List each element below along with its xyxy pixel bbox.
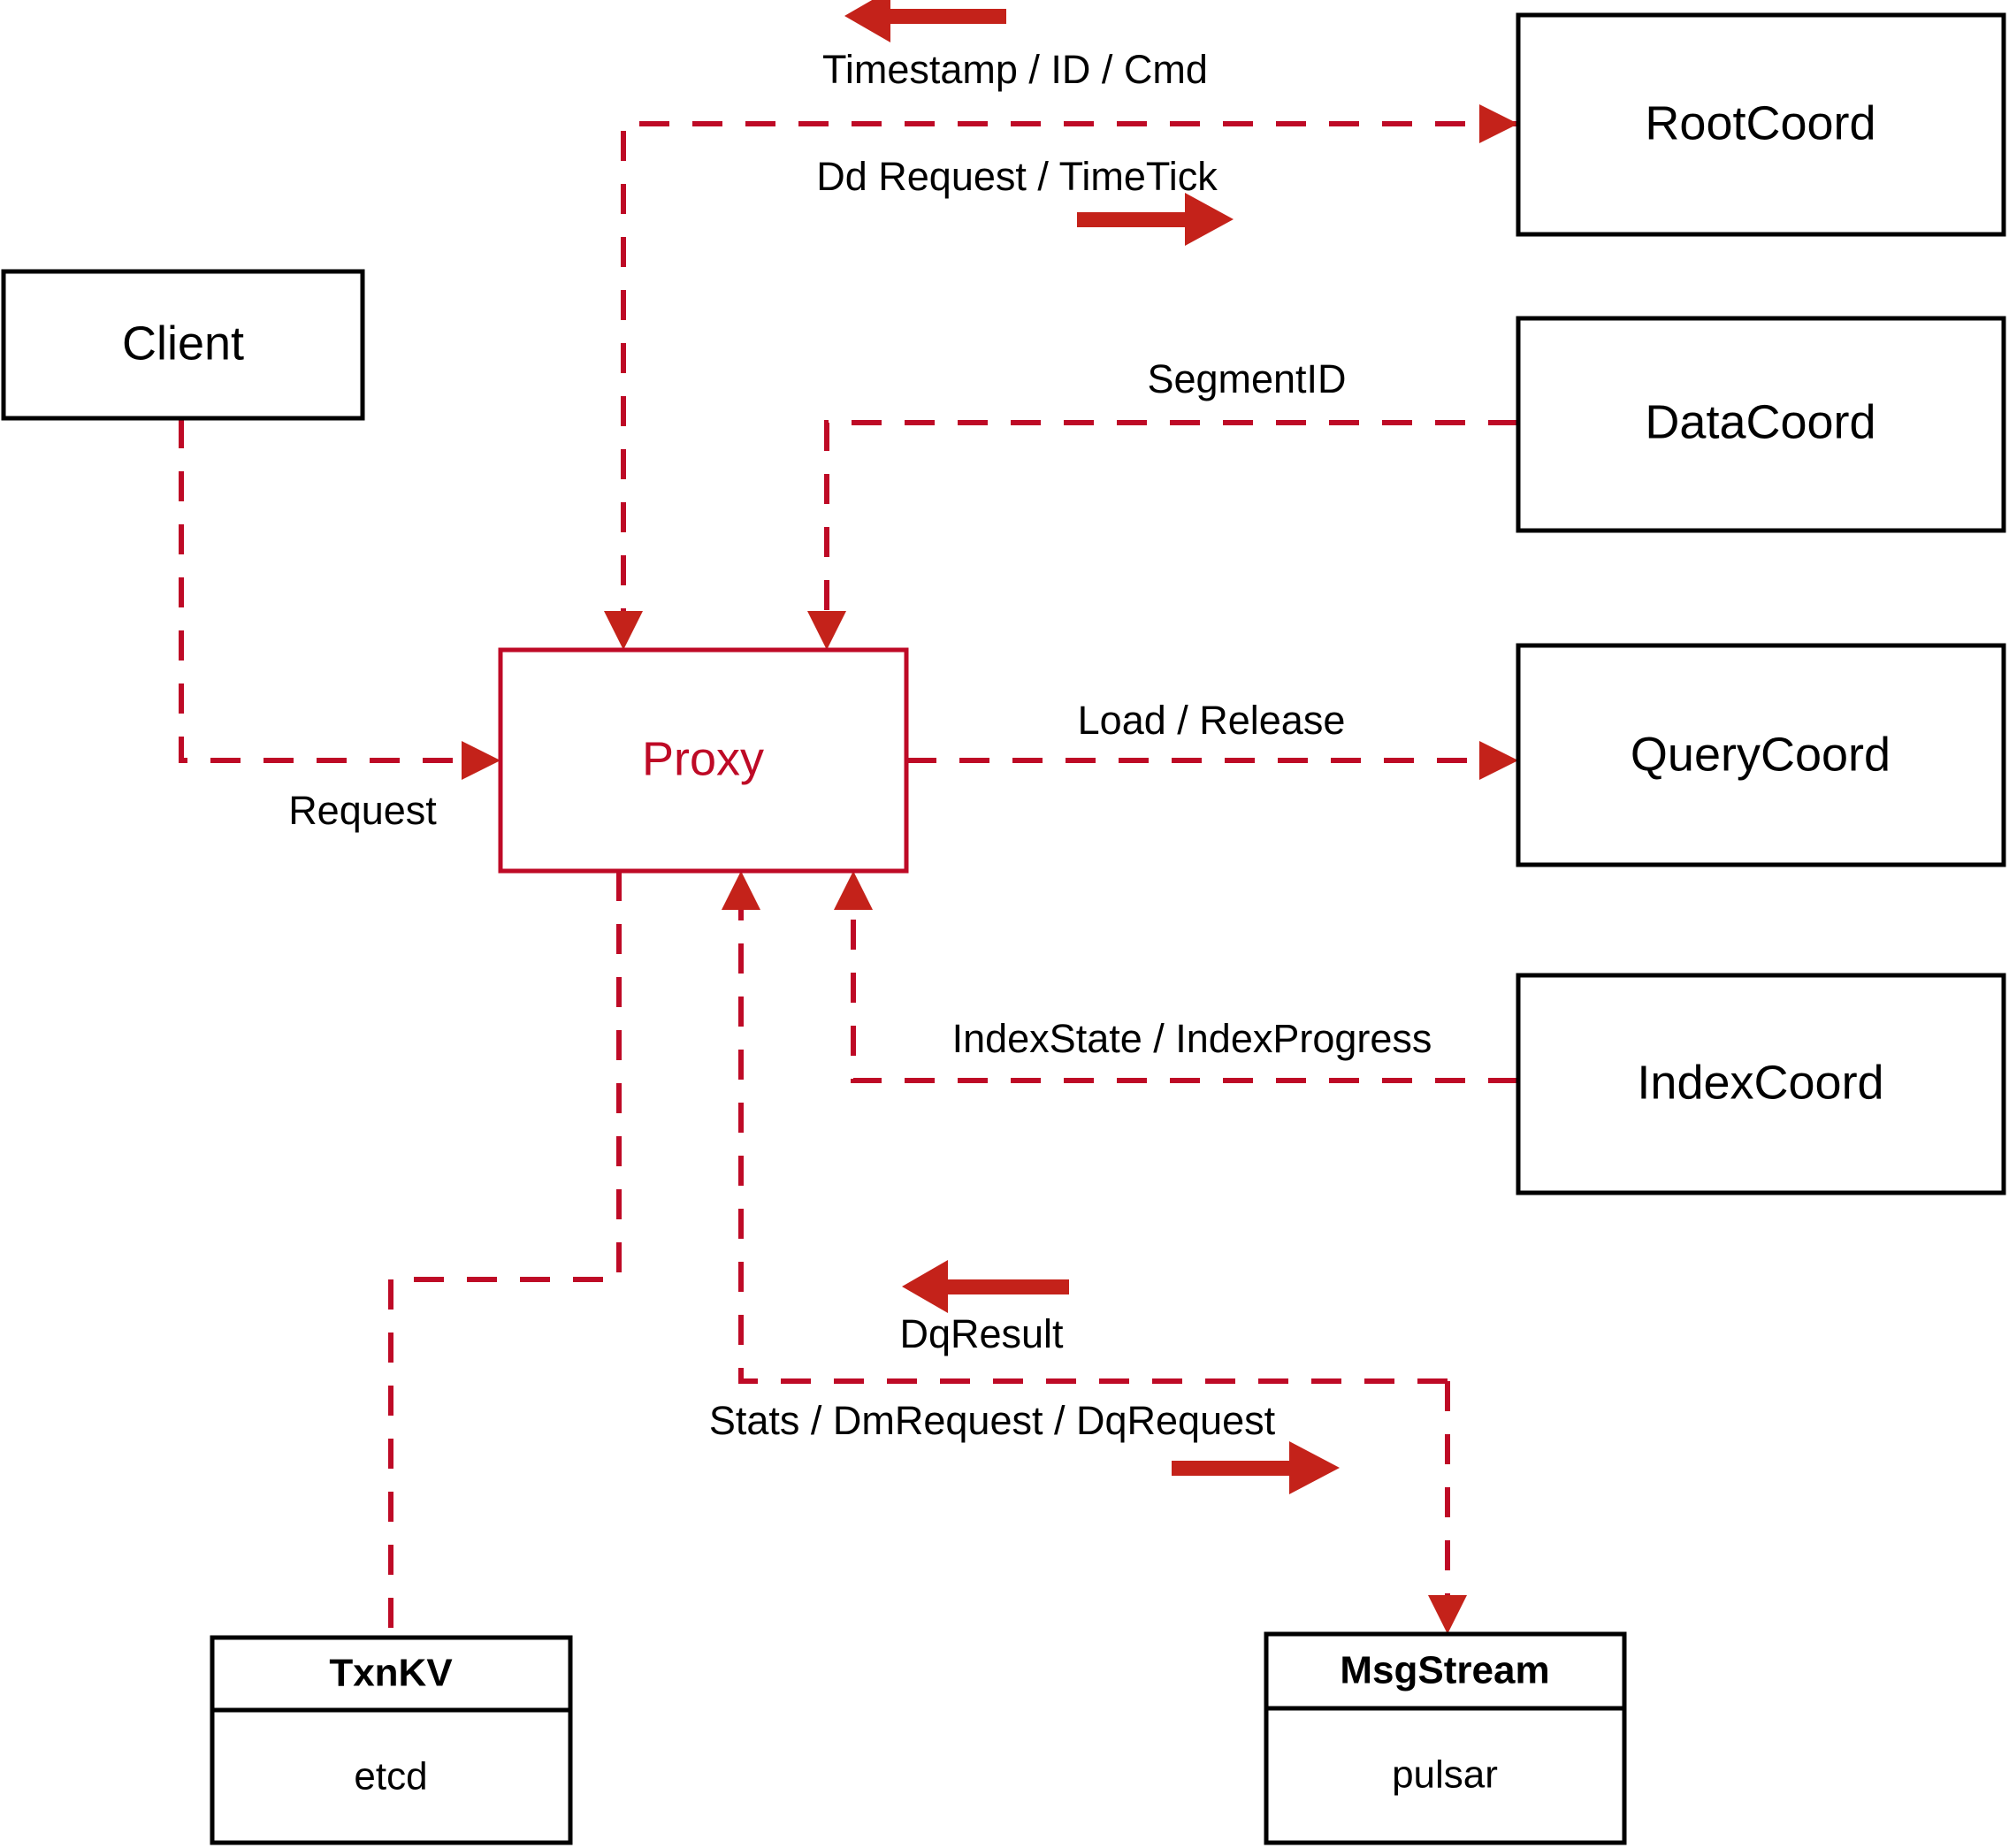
edge-arrowhead-timestamp-id-cmd [604, 611, 643, 650]
node-msgstream-label: MsgStream [1340, 1649, 1549, 1692]
edge-arrowhead-request [462, 741, 500, 780]
direction-arrow-left-dqresult [902, 1260, 1069, 1313]
edge-line-dq-result [738, 890, 1448, 1384]
node-root-coord-label: RootCoord [1645, 96, 1875, 149]
node-msgstream[interactable]: MsgStream pulsar [1264, 1631, 1627, 1845]
node-txnkv-impl-label: etcd [354, 1755, 427, 1798]
edge-line-segment-id [824, 420, 1518, 630]
node-msgstream-impl-label: pulsar [1392, 1753, 1498, 1797]
edge-arrowhead-load-release [1479, 741, 1518, 780]
edge-label-segment-id: SegmentID [1147, 356, 1346, 401]
edge-line-timestamp-id-cmd [621, 121, 1518, 630]
node-client-label: Client [122, 317, 244, 370]
edge-arrowhead-dd-request-timetick [1479, 104, 1518, 143]
node-query-coord-label: QueryCoord [1631, 728, 1891, 781]
direction-arrow-right-ddrequest [1077, 193, 1234, 246]
node-txnkv[interactable]: TxnKV etcd [210, 1635, 573, 1845]
node-client[interactable]: Client [1, 269, 365, 421]
edge-label-timestamp-id-cmd: Timestamp / ID / Cmd [822, 47, 1208, 92]
edge-arrowhead-segment-id [807, 611, 846, 650]
edge-label-index-state-progress: IndexState / IndexProgress [952, 1016, 1432, 1061]
edge-arrowhead-index-state-progress [834, 871, 873, 910]
node-txnkv-label: TxnKV [329, 1652, 453, 1695]
node-root-coord[interactable]: RootCoord [1516, 12, 2006, 237]
edge-line-request [179, 418, 481, 763]
edge-label-dq-result: DqResult [899, 1311, 1064, 1356]
edge-arrowhead-stats-dm-dq-request [1428, 1595, 1467, 1634]
node-index-coord-label: IndexCoord [1637, 1056, 1883, 1109]
direction-arrow-right-statsdmdq [1172, 1441, 1340, 1494]
edge-line-txnkv [388, 871, 622, 1638]
edge-label-dd-request-timetick: Dd Request / TimeTick [816, 154, 1218, 199]
edge-label-request: Request [288, 788, 437, 833]
node-data-coord-label: DataCoord [1645, 395, 1875, 448]
direction-arrow-left-timestamp [844, 0, 1006, 42]
node-index-coord[interactable]: IndexCoord [1516, 973, 2006, 1195]
edge-line-index-state-progress [851, 890, 1518, 1083]
node-data-coord[interactable]: DataCoord [1516, 316, 2006, 533]
node-proxy-label: Proxy [642, 732, 764, 785]
edge-label-load-release: Load / Release [1078, 698, 1346, 743]
node-proxy[interactable]: Proxy [498, 647, 909, 874]
edge-label-stats-dm-dq-request: Stats / DmRequest / DqRequest [709, 1398, 1276, 1443]
node-query-coord[interactable]: QueryCoord [1516, 643, 2006, 867]
edge-arrowhead-dq-result [722, 871, 760, 910]
